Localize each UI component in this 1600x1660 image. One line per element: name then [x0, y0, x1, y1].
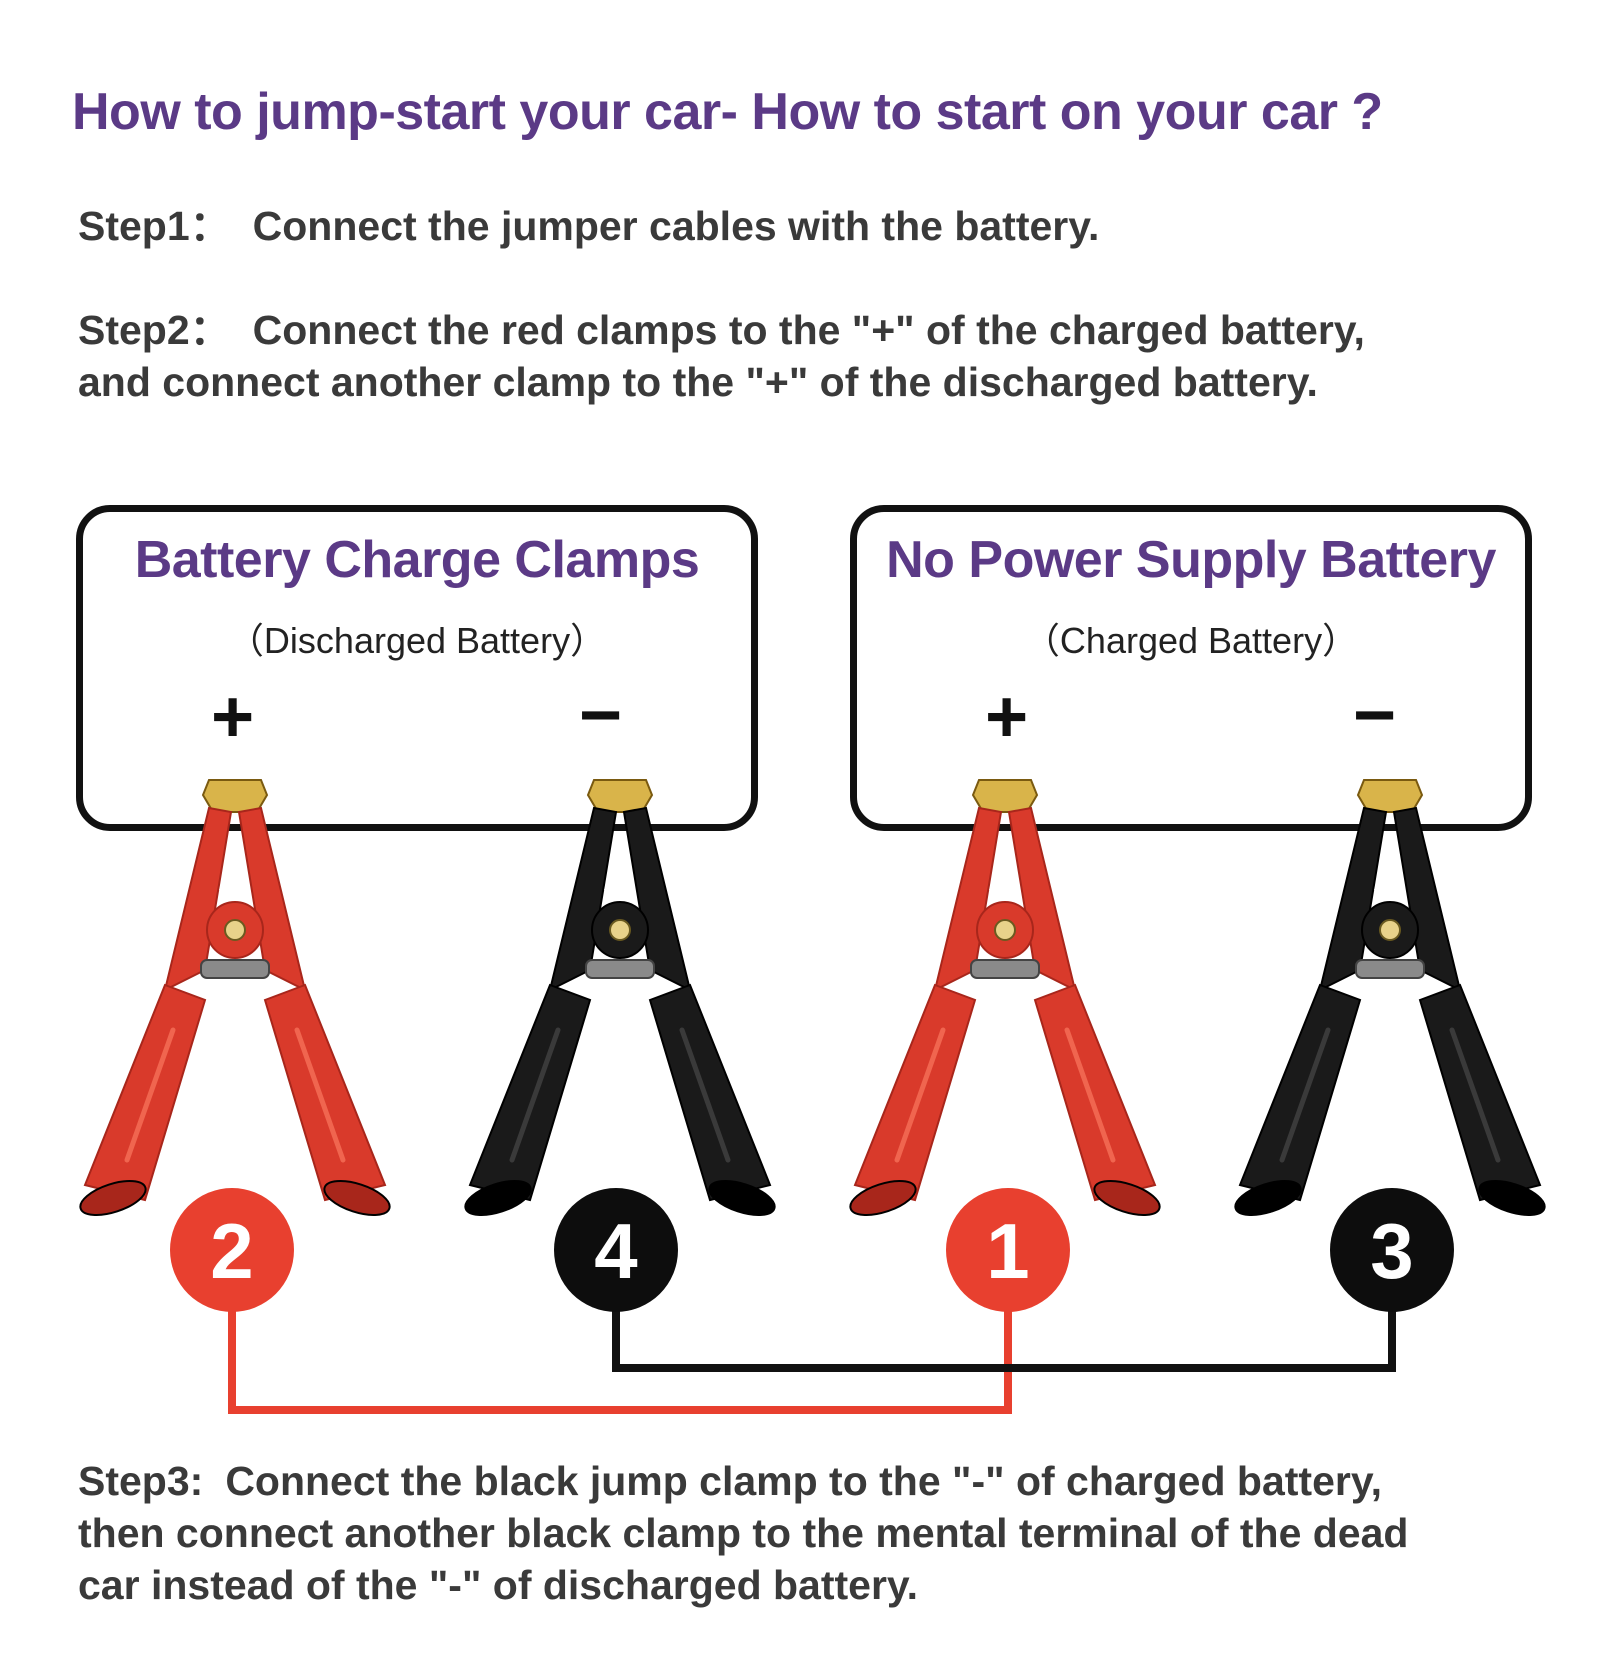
step-1-label: Step1： [78, 203, 231, 249]
step-3-text-line-3: car instead of the "-" of discharged bat… [78, 1562, 919, 1608]
badge-number: 4 [594, 1207, 637, 1295]
clamp-left-grip-groove [1279, 1027, 1331, 1163]
clamp-right-handle [1033, 983, 1157, 1202]
step-2-text-line-1: Connect the red clamps to the "+" of the… [252, 307, 1365, 353]
red-clamp-discharged-plus [79, 779, 391, 1216]
black-clamp-discharged-minus [464, 779, 776, 1216]
clamp-left-grip-groove [894, 1027, 946, 1163]
clamp-left-end-cap [849, 1180, 917, 1216]
step-1-text: Connect the jumper cables with the batte… [252, 203, 1100, 249]
badge-circle [1330, 1188, 1454, 1312]
black-clamp-charged-minus [1234, 779, 1546, 1216]
clamp-jaw-tip [1356, 779, 1424, 813]
step-3-text-line-1: Connect the black jump clamp to the "-" … [225, 1458, 1382, 1504]
clamp-right-end-cap [1478, 1180, 1546, 1216]
step-badges: 2 4 1 3 [170, 1188, 1454, 1312]
discharged-battery-box: Battery Charge Clamps （Discharged Batter… [76, 505, 758, 831]
clamp-jaw-tip [201, 779, 269, 813]
step-2-label: Step2： [78, 307, 231, 353]
clamp-gap [989, 840, 1017, 890]
box-1-subtitle: （Discharged Battery） [227, 620, 607, 661]
clamp-left-handle [1238, 983, 1362, 1202]
step-3-label: Step3: [78, 1458, 204, 1504]
step-1: Step1： Connect the jumper cables with the… [78, 200, 1099, 252]
box-1-title: Battery Charge Clamps [134, 531, 700, 589]
connection-wires [228, 1310, 1396, 1414]
clamp-right-end-cap [323, 1180, 391, 1216]
red-clamp-charged-plus [849, 779, 1161, 1216]
clamp-spring [585, 959, 655, 979]
clamp-gap [1374, 840, 1402, 890]
clamp-spring [1355, 959, 1425, 979]
step-badge-2: 2 [170, 1188, 294, 1312]
clamp-right-end-cap [1093, 1180, 1161, 1216]
clamp-right-grip-groove [294, 1027, 346, 1163]
clamp-left-handle [83, 983, 207, 1202]
step-badge-3: 3 [1330, 1188, 1454, 1312]
step-2: Step2： Connect the red clamps to the "+" … [78, 304, 1365, 408]
clamp-spring [200, 959, 270, 979]
badge-circle [946, 1188, 1070, 1312]
step-2-text-line-2: and connect another clamp to the "+" of … [78, 359, 1318, 405]
clamp-rivet [994, 919, 1016, 941]
badge-circle [170, 1188, 294, 1312]
clamp-jaw-tip [586, 779, 654, 813]
clamp-left-grip-groove [509, 1027, 561, 1163]
badge-number: 3 [1370, 1207, 1413, 1295]
step-3: Step3: Connect the black jump clamp to th… [78, 1455, 1408, 1611]
red-wire [228, 1310, 1012, 1414]
clamp-left-end-cap [1234, 1180, 1302, 1216]
badge-number: 2 [210, 1207, 253, 1295]
clamp-right-handle [263, 983, 387, 1202]
box-2-subtitle: （Charged Battery） [1023, 620, 1359, 661]
box-1-plus-terminal: + [211, 675, 255, 758]
clamp-left-handle [468, 983, 592, 1202]
clamp-spring [970, 959, 1040, 979]
clamp-jaw-tip [971, 779, 1039, 813]
clamp-right-handle [648, 983, 772, 1202]
clamp-left-end-cap [79, 1180, 147, 1216]
box-2-title: No Power Supply Battery [886, 531, 1496, 589]
clamp-right-grip-groove [1449, 1027, 1501, 1163]
clamp-rivet [1379, 919, 1401, 941]
clamp-right-grip-groove [679, 1027, 731, 1163]
step-badge-1: 1 [946, 1188, 1070, 1312]
clamp-rivet [224, 919, 246, 941]
charged-battery-box: No Power Supply Battery （Charged Battery… [850, 505, 1532, 831]
clamp-left-end-cap [464, 1180, 532, 1216]
box-2-minus-terminal: − [1353, 673, 1397, 756]
step-3-text-line-2: then connect another black clamp to the … [78, 1510, 1409, 1556]
clamp-left-handle [853, 983, 977, 1202]
clamps [79, 779, 1546, 1216]
badge-number: 1 [986, 1207, 1029, 1295]
clamp-gap [219, 840, 247, 890]
clamp-gap [604, 840, 632, 890]
badge-circle [554, 1188, 678, 1312]
box-1-minus-terminal: − [579, 673, 623, 756]
black-wire [612, 1310, 1396, 1372]
box-2-plus-terminal: + [985, 675, 1029, 758]
clamp-rivet [609, 919, 631, 941]
clamp-right-end-cap [708, 1180, 776, 1216]
clamp-left-grip-groove [124, 1027, 176, 1163]
clamp-right-grip-groove [1064, 1027, 1116, 1163]
page-title: How to jump-start your car- How to start… [72, 83, 1383, 141]
clamp-right-handle [1418, 983, 1542, 1202]
step-badge-4: 4 [554, 1188, 678, 1312]
